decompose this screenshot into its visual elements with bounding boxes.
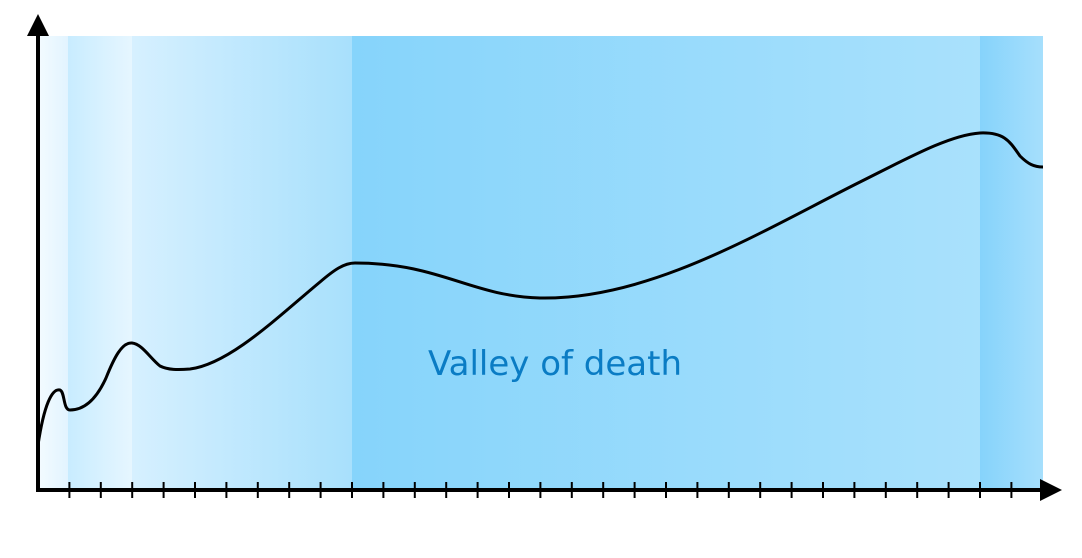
band-4 [352, 36, 980, 490]
valley-of-death-label: Valley of death [428, 344, 682, 384]
band-2 [68, 36, 132, 490]
band-3 [132, 36, 352, 490]
y-axis-arrow [27, 14, 49, 36]
band-5 [980, 36, 1043, 490]
x-axis-arrow [1040, 479, 1062, 501]
maturity-curve [36, 131, 1044, 446]
x-axis-ticks [68, 482, 1013, 498]
